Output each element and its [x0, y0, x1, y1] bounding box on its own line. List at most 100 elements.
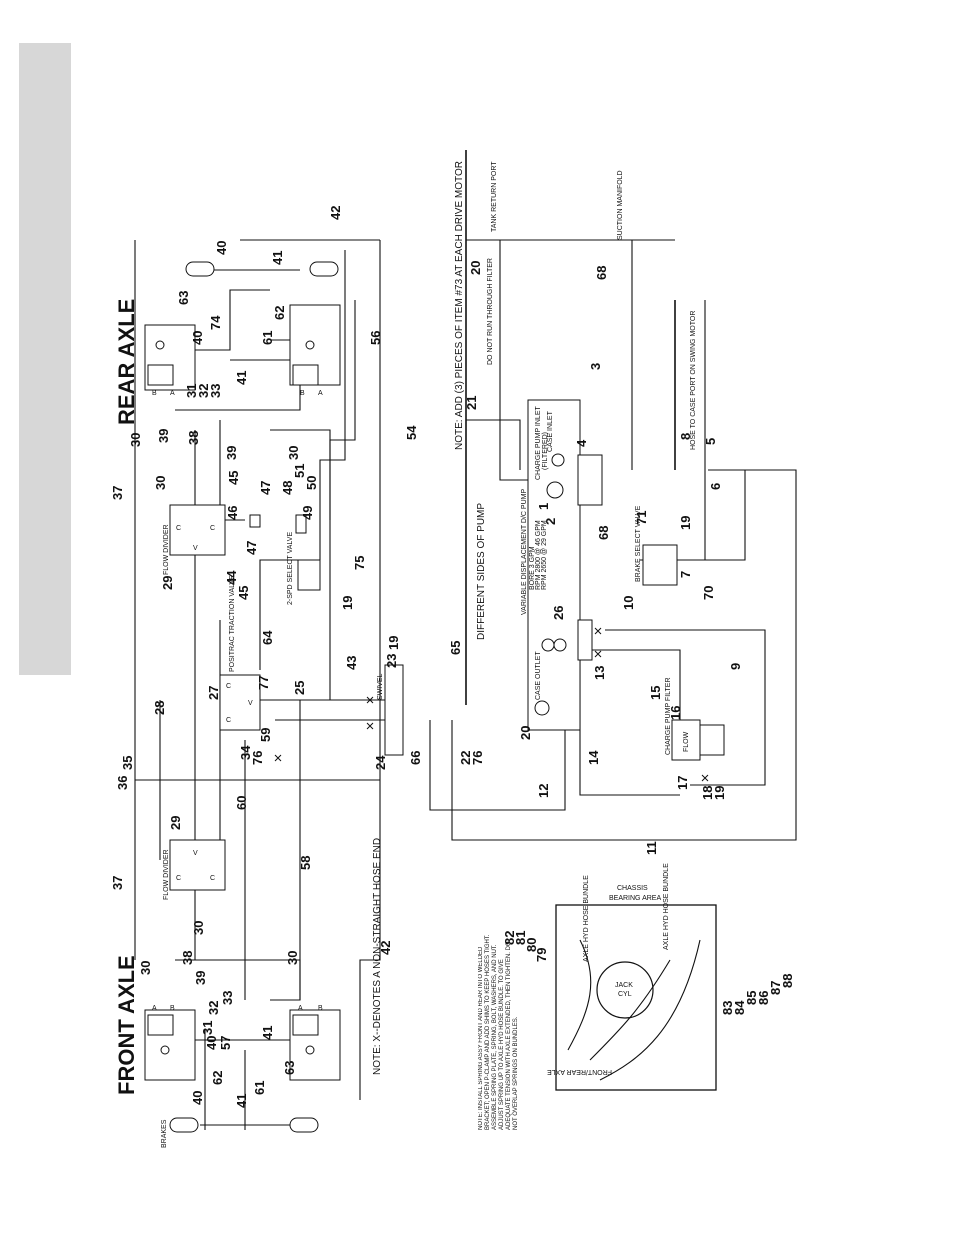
svg-text:12: 12 — [536, 784, 551, 798]
svg-text:31: 31 — [184, 384, 199, 398]
front-axle-title: FRONT AXLE — [114, 955, 139, 1095]
svg-text:46: 46 — [225, 506, 240, 520]
svg-text:34: 34 — [238, 745, 253, 760]
svg-text:31: 31 — [200, 1021, 215, 1035]
rear-right-brake — [309, 261, 339, 277]
svg-text:32: 32 — [196, 384, 211, 398]
svg-text:25: 25 — [292, 681, 307, 695]
svg-text:23: 23 — [384, 654, 399, 668]
svg-text:JACK: JACK — [615, 982, 633, 989]
svg-text:CYL: CYL — [618, 991, 632, 998]
svg-text:35: 35 — [120, 756, 135, 770]
svg-text:FLOW DIVIDER: FLOW DIVIDER — [163, 524, 170, 575]
svg-text:3: 3 — [588, 363, 603, 370]
svg-text:CHARGE PUMP INLET: CHARGE PUMP INLET — [535, 406, 542, 480]
svg-text:83: 83 — [720, 1001, 735, 1015]
svg-text:33: 33 — [208, 384, 223, 398]
svg-text:2: 2 — [543, 518, 558, 525]
svg-text:79: 79 — [534, 948, 549, 962]
hydraulic-lines — [134, 150, 797, 1130]
svg-text:45: 45 — [226, 471, 241, 485]
svg-text:80: 80 — [524, 938, 539, 952]
svg-text:56: 56 — [368, 331, 383, 345]
svg-text:58: 58 — [298, 856, 313, 870]
rear-left-brake — [185, 261, 215, 277]
svg-text:A: A — [170, 390, 175, 397]
svg-text:38: 38 — [180, 951, 195, 965]
svg-text:19: 19 — [678, 516, 693, 530]
svg-text:40: 40 — [190, 331, 205, 345]
svg-text:47: 47 — [258, 481, 273, 495]
svg-text:43: 43 — [344, 656, 359, 670]
front-right-brake — [289, 1117, 319, 1133]
hose-end-note: NOTE: X--DENOTES A NON-STRAIGHT HOSE END — [372, 838, 383, 1075]
svg-text:32: 32 — [206, 1001, 221, 1015]
svg-text:26: 26 — [551, 606, 566, 620]
svg-text:75: 75 — [352, 556, 367, 570]
svg-text:88: 88 — [780, 974, 795, 988]
svg-text:70: 70 — [701, 586, 716, 600]
svg-text:4: 4 — [574, 439, 589, 447]
svg-text:42: 42 — [378, 941, 393, 955]
svg-text:40: 40 — [204, 1036, 219, 1050]
svg-text:5: 5 — [703, 438, 718, 445]
svg-text:9: 9 — [728, 663, 743, 670]
svg-text:82: 82 — [502, 931, 517, 945]
svg-text:49: 49 — [300, 506, 315, 520]
svg-text:18: 18 — [700, 786, 715, 800]
svg-text:71: 71 — [634, 511, 649, 525]
svg-text:17: 17 — [675, 776, 690, 790]
svg-text:RPM 2800 @ 46 GPM: RPM 2800 @ 46 GPM — [535, 520, 542, 590]
svg-text:40: 40 — [190, 1091, 205, 1105]
front-drive-motor-left: A B — [144, 1005, 196, 1081]
svg-text:19: 19 — [712, 786, 727, 800]
variable-displacement-pump: VARIABLE DISPLACEMENT D/C PUMP BORE 3 GP… — [521, 399, 603, 731]
svg-text:66: 66 — [408, 751, 423, 765]
svg-text:29: 29 — [168, 816, 183, 830]
svg-text:19: 19 — [386, 636, 401, 650]
svg-text:54: 54 — [404, 425, 419, 440]
swivel: SWIVEL — [377, 664, 404, 756]
front-flow-divider: C C V FLOW DIVIDER — [163, 839, 226, 900]
svg-text:57: 57 — [218, 1036, 233, 1050]
svg-text:16: 16 — [668, 706, 683, 720]
svg-text:29: 29 — [160, 576, 175, 590]
svg-text:BEARING AREA: BEARING AREA — [609, 895, 661, 902]
tank-return-label: TANK RETURN PORT — [491, 161, 498, 232]
svg-text:BORE 3 GPM: BORE 3 GPM — [529, 546, 536, 590]
svg-text:37: 37 — [110, 486, 125, 500]
svg-text:C: C — [210, 875, 215, 882]
svg-text:76: 76 — [470, 751, 485, 765]
svg-text:15: 15 — [648, 686, 663, 700]
svg-text:C: C — [176, 875, 181, 882]
svg-text:AXLE HYD HOSE BUNDLE: AXLE HYD HOSE BUNDLE — [583, 875, 590, 962]
svg-text:C: C — [226, 683, 231, 690]
rear-drive-motor-left: A B — [144, 324, 196, 397]
svg-text:24: 24 — [373, 755, 388, 770]
svg-text:22: 22 — [458, 751, 473, 765]
svg-text:41: 41 — [270, 251, 285, 265]
svg-text:FLOW: FLOW — [683, 731, 690, 752]
svg-text:B: B — [300, 390, 305, 397]
svg-text:40: 40 — [214, 241, 229, 255]
svg-text:1: 1 — [536, 503, 551, 510]
svg-text:39: 39 — [193, 971, 208, 985]
svg-text:CASE INLET: CASE INLET — [547, 410, 554, 452]
svg-text:BRAKE SELECT VALVE: BRAKE SELECT VALVE — [635, 505, 642, 582]
svg-text:V: V — [193, 850, 198, 857]
rear-flow-divider: C C V FLOW DIVIDER — [163, 504, 226, 575]
svg-text:14: 14 — [586, 750, 601, 765]
svg-text:38: 38 — [186, 431, 201, 445]
svg-text:61: 61 — [260, 331, 275, 345]
svg-text:(FILTERED): (FILTERED) — [542, 432, 549, 470]
brakes-label: BRAKES — [161, 1119, 168, 1148]
svg-text:86: 86 — [756, 991, 771, 1005]
hose-end-markers — [274, 627, 709, 782]
svg-text:62: 62 — [272, 306, 287, 320]
charge-pump-filter: CHARGE PUMP FILTER FLOW — [665, 677, 725, 761]
svg-text:42: 42 — [328, 206, 343, 220]
svg-text:C: C — [210, 525, 215, 532]
svg-text:76: 76 — [250, 751, 265, 765]
svg-text:84: 84 — [732, 1000, 747, 1015]
svg-text:45: 45 — [236, 586, 251, 600]
